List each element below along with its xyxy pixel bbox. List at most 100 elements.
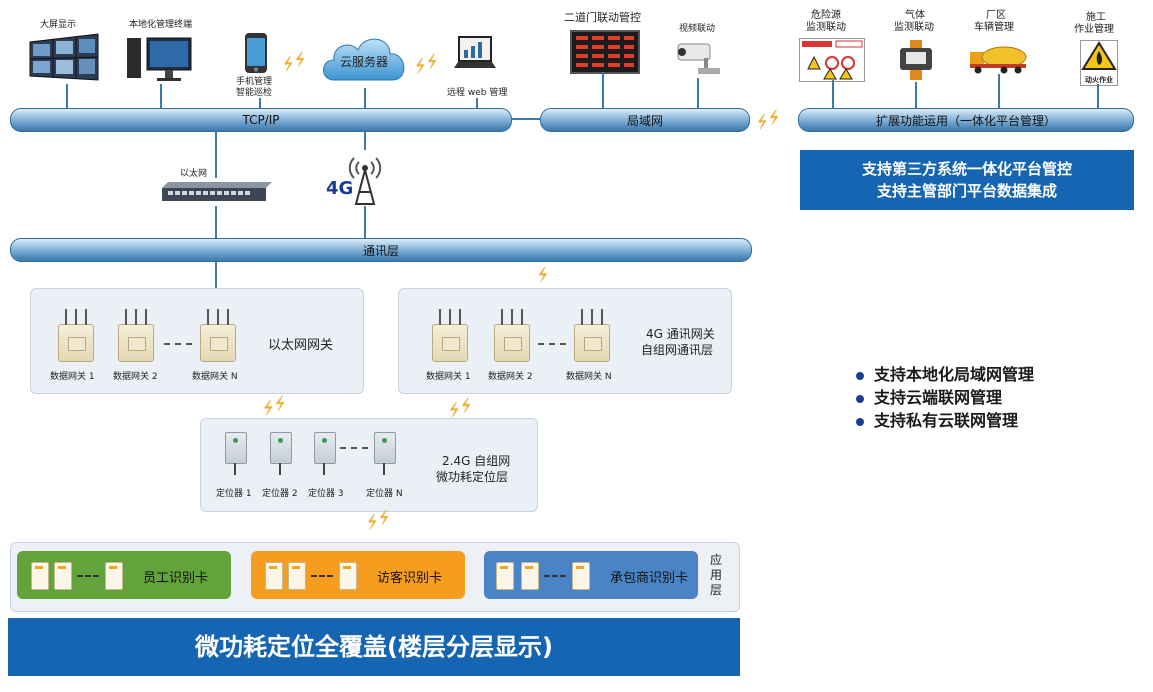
- app-layer-side-label: 应 用 层: [709, 553, 723, 598]
- bullet-item: 支持云端联网管理: [856, 384, 1002, 408]
- connector: [160, 84, 162, 108]
- id-card-icon: [31, 562, 49, 590]
- construction-label-2: 作业管理: [1074, 24, 1114, 35]
- bullet-text: 支持本地化局域网管理: [874, 365, 1035, 384]
- big-screen-label: 大屏显示: [40, 20, 77, 30]
- third-party-line-1: 支持第三方系统一体化平台管控: [861, 160, 1072, 178]
- gateway-device-icon: [200, 309, 236, 362]
- ethernet-gateway-title: 以太网网关: [268, 338, 334, 353]
- fire-work-sign-icon: 动火作业: [1080, 40, 1118, 86]
- tcpip-bus: TCP/IP: [10, 108, 512, 132]
- gateway-label: 数据网关 N: [192, 372, 238, 382]
- locator-device-icon: [374, 432, 396, 475]
- id-card-icon: [572, 562, 590, 590]
- contractor-card: 承包商识别卡: [484, 551, 698, 599]
- connector: [476, 98, 478, 108]
- gateway-label: 数据网关 2: [113, 372, 158, 382]
- ellipsis-line: [77, 575, 99, 577]
- app-layer-char: 用: [709, 568, 722, 582]
- locator-title-1: 2.4G 自组网: [442, 454, 511, 468]
- locator-label: 定位器 1: [216, 489, 252, 499]
- hazard-label-1: 危险源: [811, 10, 841, 21]
- lan-bus-label: 局域网: [626, 113, 663, 128]
- tower-4g-label: 4G: [326, 178, 354, 199]
- connector: [832, 80, 834, 108]
- id-card-icon: [105, 562, 123, 590]
- hazard-label-2: 监测联动: [806, 22, 846, 33]
- hazard-sign-icon: [799, 38, 865, 82]
- gateway-device-icon: [432, 309, 468, 362]
- connector: [215, 206, 217, 238]
- locator-device-icon: [270, 432, 292, 475]
- bullet-text: 支持云端联网管理: [874, 388, 1003, 407]
- gateway-device-icon: [494, 309, 530, 362]
- tcpip-bus-label: TCP/IP: [242, 113, 280, 127]
- gas-label-1: 气体: [905, 10, 925, 21]
- network-switch-icon: [162, 180, 272, 202]
- id-card-icon: [339, 562, 357, 590]
- video-label: 视频联动: [679, 24, 716, 34]
- fire-work-sign-text: 动火作业: [1085, 76, 1113, 84]
- locator-label: 定位器 2: [262, 489, 298, 499]
- connector: [66, 84, 68, 108]
- ellipsis-line: [340, 447, 368, 449]
- extension-bus: 扩展功能运用（一体化平台管理）: [798, 108, 1134, 132]
- locator-device-icon: [225, 432, 247, 475]
- ellipsis-line: [544, 575, 566, 577]
- connector: [364, 88, 366, 108]
- gas-label-2: 监测联动: [894, 22, 934, 33]
- connector: [915, 82, 917, 108]
- wireless-bolt-icon: ⚡︎: [533, 263, 553, 288]
- tanker-truck-icon: [968, 44, 1028, 74]
- locator-panel: [200, 418, 538, 512]
- connector: [602, 72, 604, 108]
- app-layer-char: 应: [709, 553, 722, 567]
- wireless-bolt-icon: ⚡︎⚡︎: [411, 50, 443, 79]
- staff-card: 员工识别卡: [17, 551, 231, 599]
- wireless-bolt-icon: ⚡︎⚡︎: [259, 392, 291, 421]
- app-layer-char: 层: [709, 583, 722, 597]
- wireless-bolt-icon: ⚡︎⚡︎: [753, 106, 785, 135]
- comm-bus-label: 通讯层: [362, 243, 399, 258]
- cloud-label: 云服务器: [340, 55, 389, 69]
- locator-title-2: 微功耗定位层: [436, 470, 509, 484]
- contractor-card-label: 承包商识别卡: [610, 571, 689, 586]
- id-card-icon: [288, 562, 306, 590]
- id-card-icon: [265, 562, 283, 590]
- vehicle-label-2: 车辆管理: [974, 22, 1014, 33]
- cctv-camera-icon: [672, 38, 726, 78]
- locator-label: 定位器 3: [308, 489, 344, 499]
- 4g-gateway-title-2: 自组网通讯层: [641, 343, 714, 357]
- gateway-label: 数据网关 2: [488, 372, 533, 382]
- third-party-line-2: 支持主管部门平台数据集成: [876, 182, 1057, 200]
- lan-bus: 局域网: [540, 108, 750, 132]
- extension-bus-label: 扩展功能运用（一体化平台管理）: [875, 113, 1056, 128]
- laptop-icon: [452, 34, 498, 78]
- connector: [364, 206, 366, 238]
- local-terminal-label: 本地化管理终端: [129, 20, 193, 30]
- smartphone-icon: [244, 32, 268, 74]
- locator-device-icon: [314, 432, 336, 475]
- cell-tower-icon: [344, 150, 386, 206]
- connector: [697, 78, 699, 108]
- web-label: 远程 web 管理: [447, 88, 508, 98]
- 4g-gateway-title-1: 4G 通讯网关: [646, 327, 715, 341]
- connector: [215, 262, 217, 288]
- bullet-item: 支持私有云联网管理: [856, 407, 1018, 431]
- video-wall-icon: [28, 32, 100, 82]
- bullet-text: 支持私有云联网管理: [874, 411, 1019, 430]
- ellipsis-line: [164, 343, 192, 345]
- led-display-icon: [570, 30, 640, 74]
- third-party-box: 支持第三方系统一体化平台管控 支持主管部门平台数据集成: [800, 150, 1134, 210]
- connector: [511, 118, 541, 120]
- gateway-device-icon: [574, 309, 610, 362]
- construction-label-1: 施工: [1086, 12, 1106, 23]
- gateway-label: 数据网关 N: [566, 372, 612, 382]
- locator-label: 定位器 N: [366, 489, 403, 499]
- connector: [259, 98, 261, 108]
- connector: [998, 74, 1000, 108]
- visitor-card: 访客识别卡: [251, 551, 465, 599]
- vehicle-label-1: 厂区: [986, 10, 1006, 21]
- gate-label: 二道门联动管控: [564, 11, 641, 24]
- ellipsis-line: [311, 575, 333, 577]
